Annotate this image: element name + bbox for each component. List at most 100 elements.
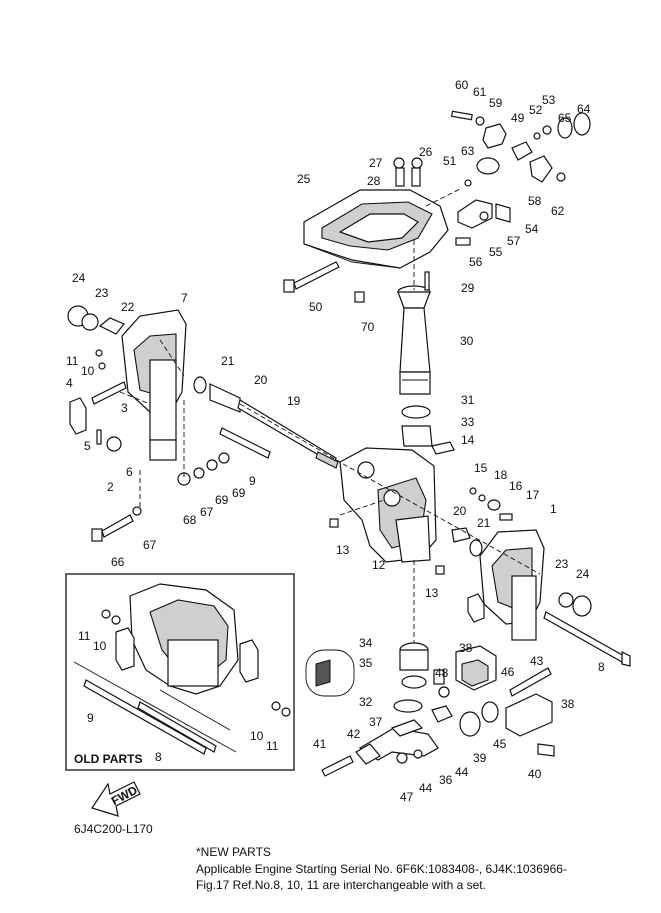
callout-62: 62 <box>551 204 565 218</box>
callout-19: 19 <box>287 394 301 408</box>
callout-24-right: 24 <box>576 567 590 581</box>
note-serial-numbers: Applicable Engine Starting Serial No. 6F… <box>196 862 567 876</box>
bolt-66 <box>91 506 142 542</box>
callout-69-b: 69 <box>232 486 246 500</box>
callout-34: 34 <box>359 636 373 650</box>
callout-21-left: 21 <box>221 354 235 368</box>
steering-bracket <box>303 157 449 269</box>
old-parts-label: OLD PARTS <box>74 752 143 766</box>
callout-44-b: 44 <box>419 781 433 795</box>
callout-9-inset: 9 <box>87 711 94 725</box>
assembly-lines <box>119 187 541 646</box>
callout-63: 63 <box>461 144 475 158</box>
callout-14: 14 <box>461 433 475 447</box>
drawing-code: 6J4C200-L170 <box>74 822 153 836</box>
callout-26: 26 <box>419 145 433 159</box>
callout-51: 51 <box>443 154 457 168</box>
callout-52: 52 <box>529 103 543 117</box>
callout-32: 32 <box>359 695 373 709</box>
callout-11-left: 11 <box>66 354 79 368</box>
callout-67-a: 67 <box>200 505 214 519</box>
callout-20-left: 20 <box>254 373 268 387</box>
swivel-shaft <box>397 271 455 455</box>
callout-43: 43 <box>530 654 544 668</box>
clamp-bracket-right <box>467 529 631 667</box>
callout-36: 36 <box>439 773 453 787</box>
swivel-bracket <box>329 447 513 575</box>
bolt-50 <box>283 261 340 293</box>
callout-23-left: 23 <box>95 286 109 300</box>
callout-60: 60 <box>455 78 469 92</box>
callout-53: 53 <box>542 93 556 107</box>
callout-7: 7 <box>181 291 188 305</box>
callout-10-inset: 10 <box>93 639 107 653</box>
callout-9-main: 9 <box>249 474 256 488</box>
tilt-shaft <box>177 376 339 486</box>
callout-numbers: 60 61 64 59 53 65 49 52 63 51 58 62 27 2… <box>66 78 605 804</box>
callout-61: 61 <box>473 85 487 99</box>
callout-65: 65 <box>558 111 572 125</box>
callout-69-a: 69 <box>215 493 229 507</box>
callout-70: 70 <box>361 320 375 334</box>
callout-44-a: 44 <box>455 765 469 779</box>
friction-assembly <box>450 110 591 246</box>
callout-55: 55 <box>489 245 503 259</box>
callout-35: 35 <box>359 656 373 670</box>
callout-37: 37 <box>369 715 383 729</box>
callout-59: 59 <box>489 96 503 110</box>
callout-42: 42 <box>347 727 361 741</box>
callout-13-left: 13 <box>336 543 350 557</box>
callout-8-main: 8 <box>598 660 605 674</box>
callout-54: 54 <box>525 222 539 236</box>
note-interchangeable: Fig.17 Ref.No.8, 10, 11 are interchangea… <box>196 878 486 892</box>
callout-13-right: 13 <box>425 586 439 600</box>
callout-49: 49 <box>511 111 525 125</box>
callout-40: 40 <box>528 767 542 781</box>
callout-68: 68 <box>183 513 197 527</box>
callout-67-b: 67 <box>143 538 157 552</box>
callout-56: 56 <box>469 255 483 269</box>
clamp-bracket-left <box>67 305 187 461</box>
callout-48: 48 <box>435 666 449 680</box>
callout-11-inset: 11 <box>78 629 91 643</box>
callout-18: 18 <box>494 468 508 482</box>
callout-2: 2 <box>107 480 114 494</box>
callout-16: 16 <box>509 479 523 493</box>
callout-29: 29 <box>461 281 475 295</box>
callout-4: 4 <box>66 376 73 390</box>
callout-6: 6 <box>126 465 133 479</box>
callout-66: 66 <box>111 555 125 569</box>
callout-57: 57 <box>507 234 521 248</box>
callout-8-inset: 8 <box>155 750 162 764</box>
callout-3: 3 <box>121 401 128 415</box>
lower-parts <box>305 642 555 777</box>
callout-17: 17 <box>526 488 540 502</box>
callout-23-right: 23 <box>555 557 569 571</box>
callout-5: 5 <box>84 439 91 453</box>
callout-38-right: 38 <box>561 697 575 711</box>
callout-41: 41 <box>313 737 327 751</box>
callout-11-inset-right: 11 <box>266 739 279 753</box>
callout-22: 22 <box>121 300 135 314</box>
callout-27: 27 <box>369 156 383 170</box>
callout-12: 12 <box>372 558 386 572</box>
callout-31: 31 <box>461 393 475 407</box>
callout-24-left: 24 <box>72 271 86 285</box>
callout-39: 39 <box>473 751 487 765</box>
callout-50: 50 <box>309 300 323 314</box>
callout-38-top: 38 <box>459 641 473 655</box>
callout-15: 15 <box>474 461 488 475</box>
callout-20-right: 20 <box>453 504 467 518</box>
callout-45: 45 <box>493 737 507 751</box>
callout-47: 47 <box>400 790 414 804</box>
old-parts-inset <box>65 573 295 771</box>
note-heading: *NEW PARTS <box>196 845 271 859</box>
callout-25: 25 <box>297 172 311 186</box>
callout-30: 30 <box>460 334 474 348</box>
callout-46: 46 <box>501 665 515 679</box>
callout-58: 58 <box>528 194 542 208</box>
callout-1: 1 <box>550 502 557 516</box>
callout-28: 28 <box>367 174 381 188</box>
callout-21-right: 21 <box>477 516 491 530</box>
callout-64: 64 <box>577 102 591 116</box>
